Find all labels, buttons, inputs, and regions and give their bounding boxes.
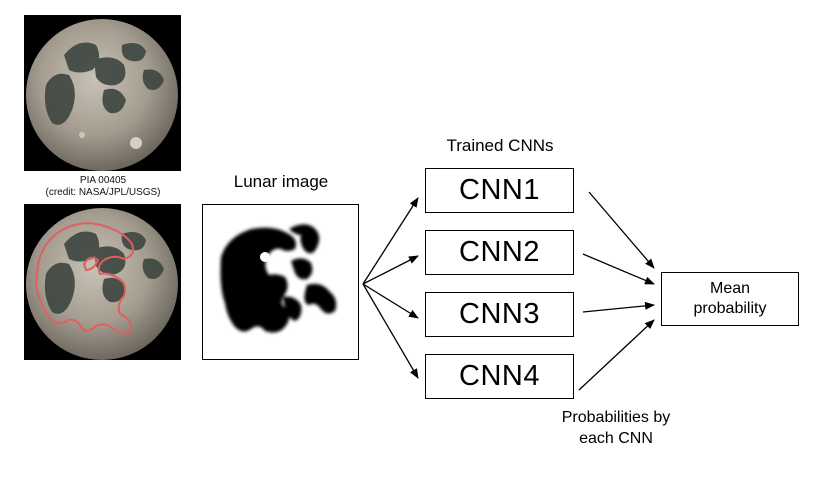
arrow-image-to-cnn2 [362, 255, 419, 285]
arrow-image-to-cnn4 [362, 283, 419, 379]
mean-probability-line2: probability [693, 300, 767, 317]
arrow-cnn2-to-mean [582, 253, 655, 285]
cnn-label-1: CNN1 [459, 174, 540, 206]
cnn-box-1: CNN1 [425, 168, 574, 213]
moon-photo-annotated [24, 204, 181, 360]
trained-cnns-heading: Trained CNNs [446, 136, 554, 155]
caption-id: PIA 00405 [79, 175, 127, 186]
cnn-box-3: CNN3 [425, 292, 574, 337]
arrow-cnn4-to-mean [578, 319, 655, 391]
annotation-line2: each CNN [579, 430, 653, 447]
moon-globe-top [26, 19, 178, 171]
lunar-image-panel [202, 204, 359, 360]
lunar-image-label: Lunar image [233, 172, 329, 191]
moon-globe-annotated [26, 208, 178, 360]
cnn-box-2: CNN2 [425, 230, 574, 275]
mean-probability-box: Mean probability [661, 272, 799, 326]
probabilities-annotation: Probabilities by each CNN [536, 407, 696, 449]
mare-outline [34, 222, 134, 335]
moon-image-caption: PIA 00405 (credit: NASA/JPL/USGS) [0, 175, 206, 199]
arrow-cnn1-to-mean [588, 191, 655, 269]
arrow-cnn3-to-mean [582, 301, 655, 313]
lunar-binary-mask [220, 224, 337, 333]
caption-credit: (credit: NASA/JPL/USGS) [45, 187, 161, 198]
arrow-image-to-cnn3 [362, 283, 419, 319]
cnn-label-3: CNN3 [459, 298, 540, 330]
moon-photo-top [24, 15, 181, 171]
annotation-line1: Probabilities by [561, 409, 671, 426]
mean-probability-line1: Mean [709, 280, 751, 297]
cnn-box-4: CNN4 [425, 354, 574, 399]
cnn-label-4: CNN4 [459, 360, 540, 392]
arrow-image-to-cnn1 [362, 197, 419, 285]
cnn-label-2: CNN2 [459, 236, 540, 268]
